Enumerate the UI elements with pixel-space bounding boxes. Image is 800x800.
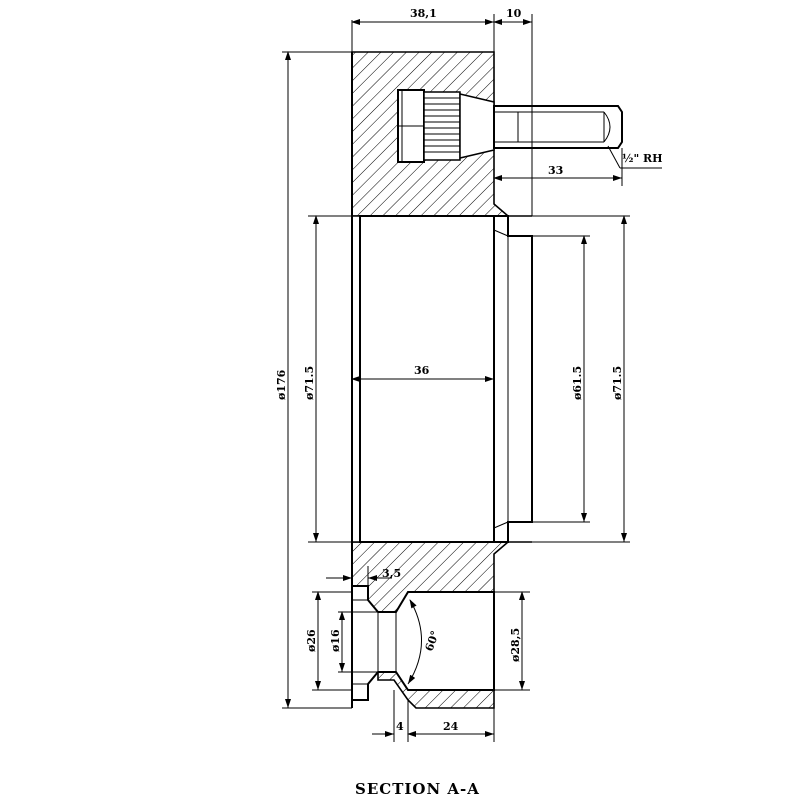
- dim-stud-length: 33: [548, 164, 563, 177]
- stud-shoulder: [459, 93, 495, 159]
- dim-counterbore: ø28,5: [509, 628, 522, 662]
- stud-knurl: [423, 91, 461, 161]
- dim-hole-inner: ø16: [329, 629, 342, 652]
- thread-note: ½" RH: [622, 152, 663, 165]
- stud-tip-arc: [603, 111, 611, 143]
- dim-hole-outer: ø26: [305, 629, 318, 652]
- dim-counterbore-depth: 24: [443, 720, 459, 733]
- section-caption: SECTION A-A: [355, 780, 480, 798]
- dim-stud-offset: 10: [506, 7, 522, 20]
- dim-step-width: 3,5: [382, 567, 401, 580]
- angle-arc: [407, 599, 422, 685]
- dim-lip-width: 4: [396, 720, 404, 733]
- dim-bore-right-outer: ø71.5: [611, 366, 624, 400]
- dim-bore-width: 36: [414, 364, 430, 377]
- stud-shaft: [493, 105, 623, 149]
- dim-width-top: 38,1: [410, 7, 437, 20]
- dim-bore-left: ø71.5: [303, 366, 316, 400]
- bore-right-step: [493, 215, 533, 543]
- dim-outer-diameter: ø176: [275, 369, 288, 400]
- knurl-lines: [424, 97, 460, 153]
- dim-bore-right-inner: ø61.5: [571, 366, 584, 400]
